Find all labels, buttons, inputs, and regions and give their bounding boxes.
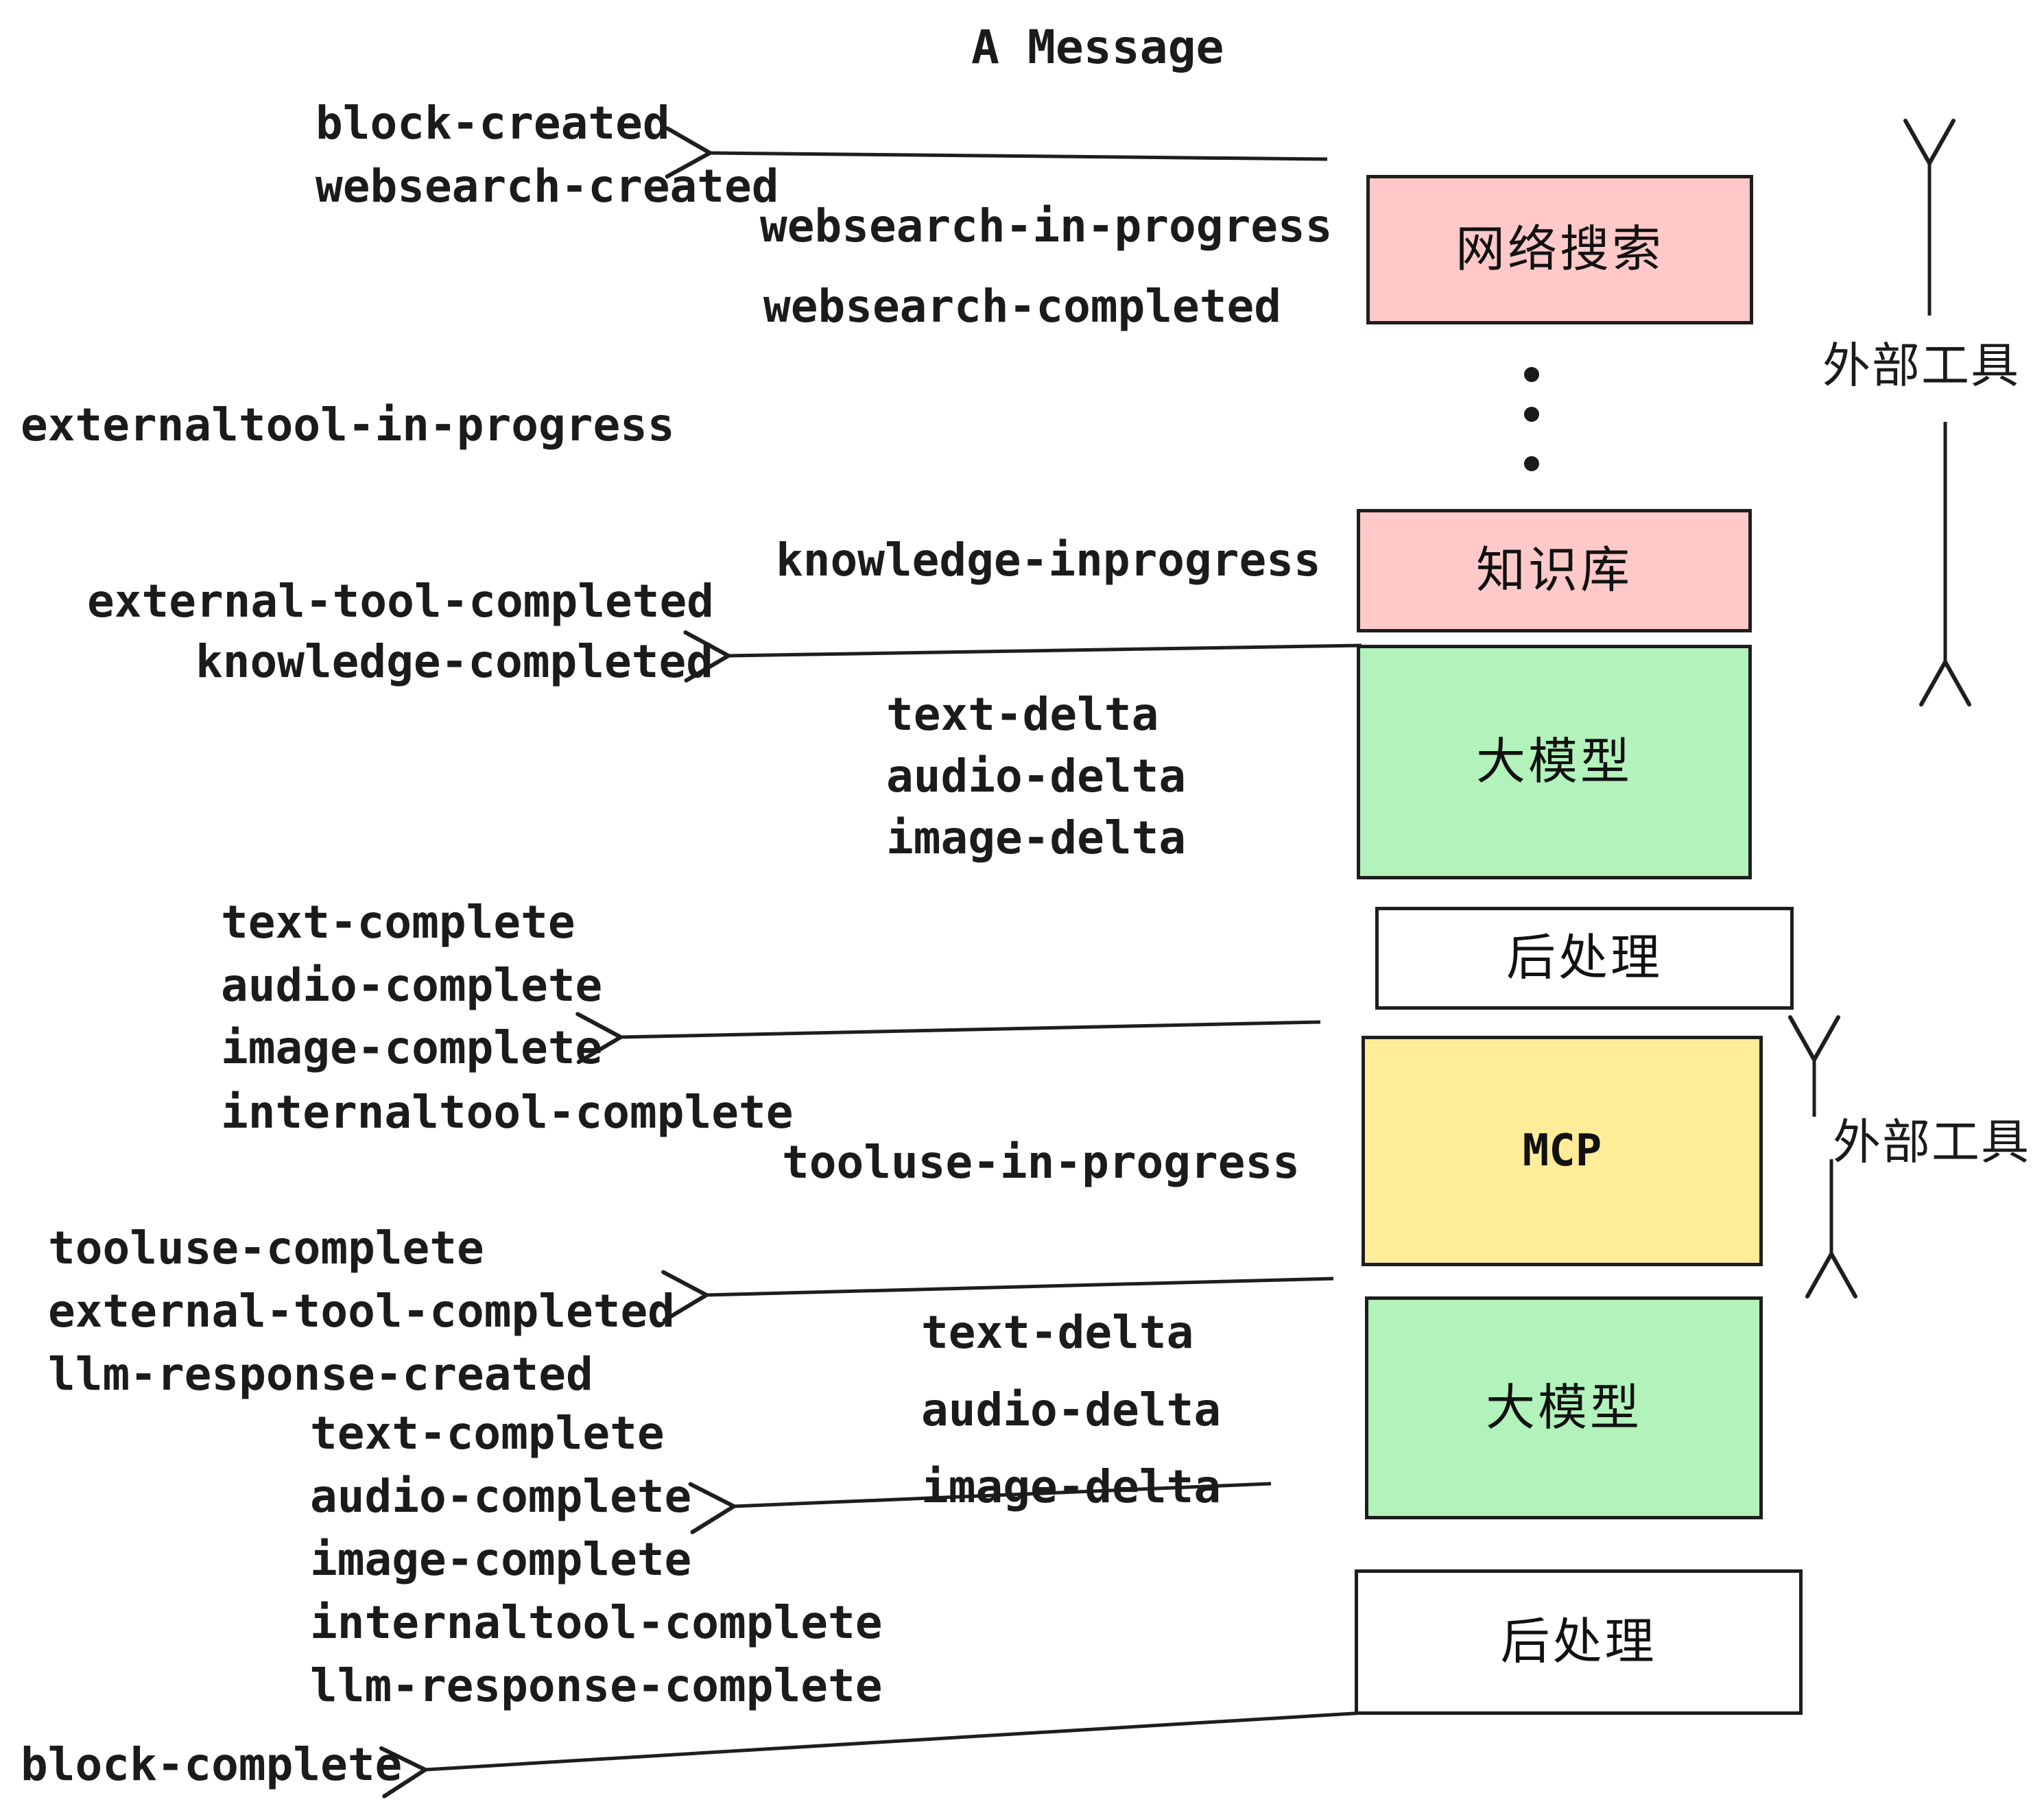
event-label-knowledge-inprogress: knowledge-inprogress: [776, 534, 1321, 586]
event-label-image-delta-2: image-delta: [921, 1460, 1222, 1513]
box-websearch: 网络搜索: [1366, 175, 1753, 324]
box-postprocess-1-label: 后处理: [1506, 931, 1663, 986]
event-label-image-complete-1: image-complete: [221, 1021, 603, 1074]
arrow-to-audio-complete: [688, 1482, 1272, 1534]
event-label-text-delta-2: text-delta: [921, 1306, 1194, 1359]
box-llm-2-label: 大模型: [1485, 1380, 1642, 1436]
diagram-title: A Message: [971, 21, 1224, 75]
event-label-image-delta-1: image-delta: [886, 811, 1187, 864]
arrow-to-knowledge-completed: [683, 630, 1362, 683]
event-label-tooluse-complete: tooluse-complete: [48, 1222, 484, 1274]
event-label-external-tool-completed-1: external-tool-completed: [87, 575, 714, 628]
event-label-llm-response-complete: llm-response-complete: [310, 1659, 883, 1712]
arrow-to-tooluse-complete: [661, 1270, 1334, 1322]
box-websearch-label: 网络搜索: [1455, 222, 1664, 277]
box-mcp-label: MCP: [1522, 1126, 1602, 1176]
event-label-audio-delta-1: audio-delta: [886, 750, 1187, 803]
event-label-block-created: block-created: [316, 97, 670, 150]
box-postprocess-2-label: 后处理: [1500, 1615, 1657, 1670]
box-llm-1-label: 大模型: [1475, 735, 1632, 790]
event-label-websearch-completed: websearch-completed: [763, 280, 1281, 333]
event-label-internaltool-complete-2: internaltool-complete: [310, 1596, 883, 1649]
event-label-knowledge-completed: knowledge-completed: [195, 635, 713, 688]
event-label-audio-complete-2: audio-complete: [310, 1470, 692, 1523]
event-label-tooluse-in-progress: tooluse-in-progress: [782, 1136, 1300, 1189]
ellipsis-dot: [1524, 367, 1539, 382]
event-label-text-complete-2: text-complete: [310, 1407, 665, 1460]
event-label-websearch-created: websearch-created: [316, 160, 779, 213]
box-knowledge-label: 知识库: [1475, 543, 1632, 598]
ellipsis-dot: [1524, 407, 1539, 422]
box-postprocess-1: 后处理: [1375, 907, 1794, 1010]
external-tools-label-1: 外部工具: [1822, 339, 2020, 392]
arrow-to-block-created: [665, 126, 1328, 179]
event-label-external-tool-completed-2: external-tool-completed: [48, 1285, 675, 1338]
box-llm-1: 大模型: [1357, 645, 1752, 879]
box-postprocess-2: 后处理: [1355, 1569, 1803, 1715]
event-label-audio-delta-2: audio-delta: [921, 1384, 1222, 1436]
event-label-image-complete-2: image-complete: [310, 1533, 692, 1586]
arrow-to-block-complete: [379, 1711, 1366, 1799]
event-label-text-delta-1: text-delta: [886, 688, 1159, 741]
event-label-audio-complete-1: audio-complete: [221, 959, 603, 1012]
box-knowledge: 知识库: [1357, 509, 1752, 632]
ellipsis-dot: [1524, 456, 1539, 471]
event-label-externaltool-in-progress: externaltool-in-progress: [21, 399, 675, 451]
box-llm-2: 大模型: [1365, 1296, 1763, 1519]
event-label-websearch-in-progress: websearch-in-progress: [760, 200, 1333, 252]
arrow-to-image-complete: [575, 1012, 1321, 1065]
event-label-block-complete: block-complete: [21, 1738, 403, 1791]
event-label-llm-response-created: llm-response-created: [48, 1348, 593, 1401]
event-label-internaltool-complete-1: internaltool-complete: [221, 1086, 794, 1139]
event-label-text-complete-1: text-complete: [221, 896, 575, 949]
box-mcp: MCP: [1362, 1036, 1763, 1266]
external-tools-label-2: 外部工具: [1833, 1115, 2030, 1169]
